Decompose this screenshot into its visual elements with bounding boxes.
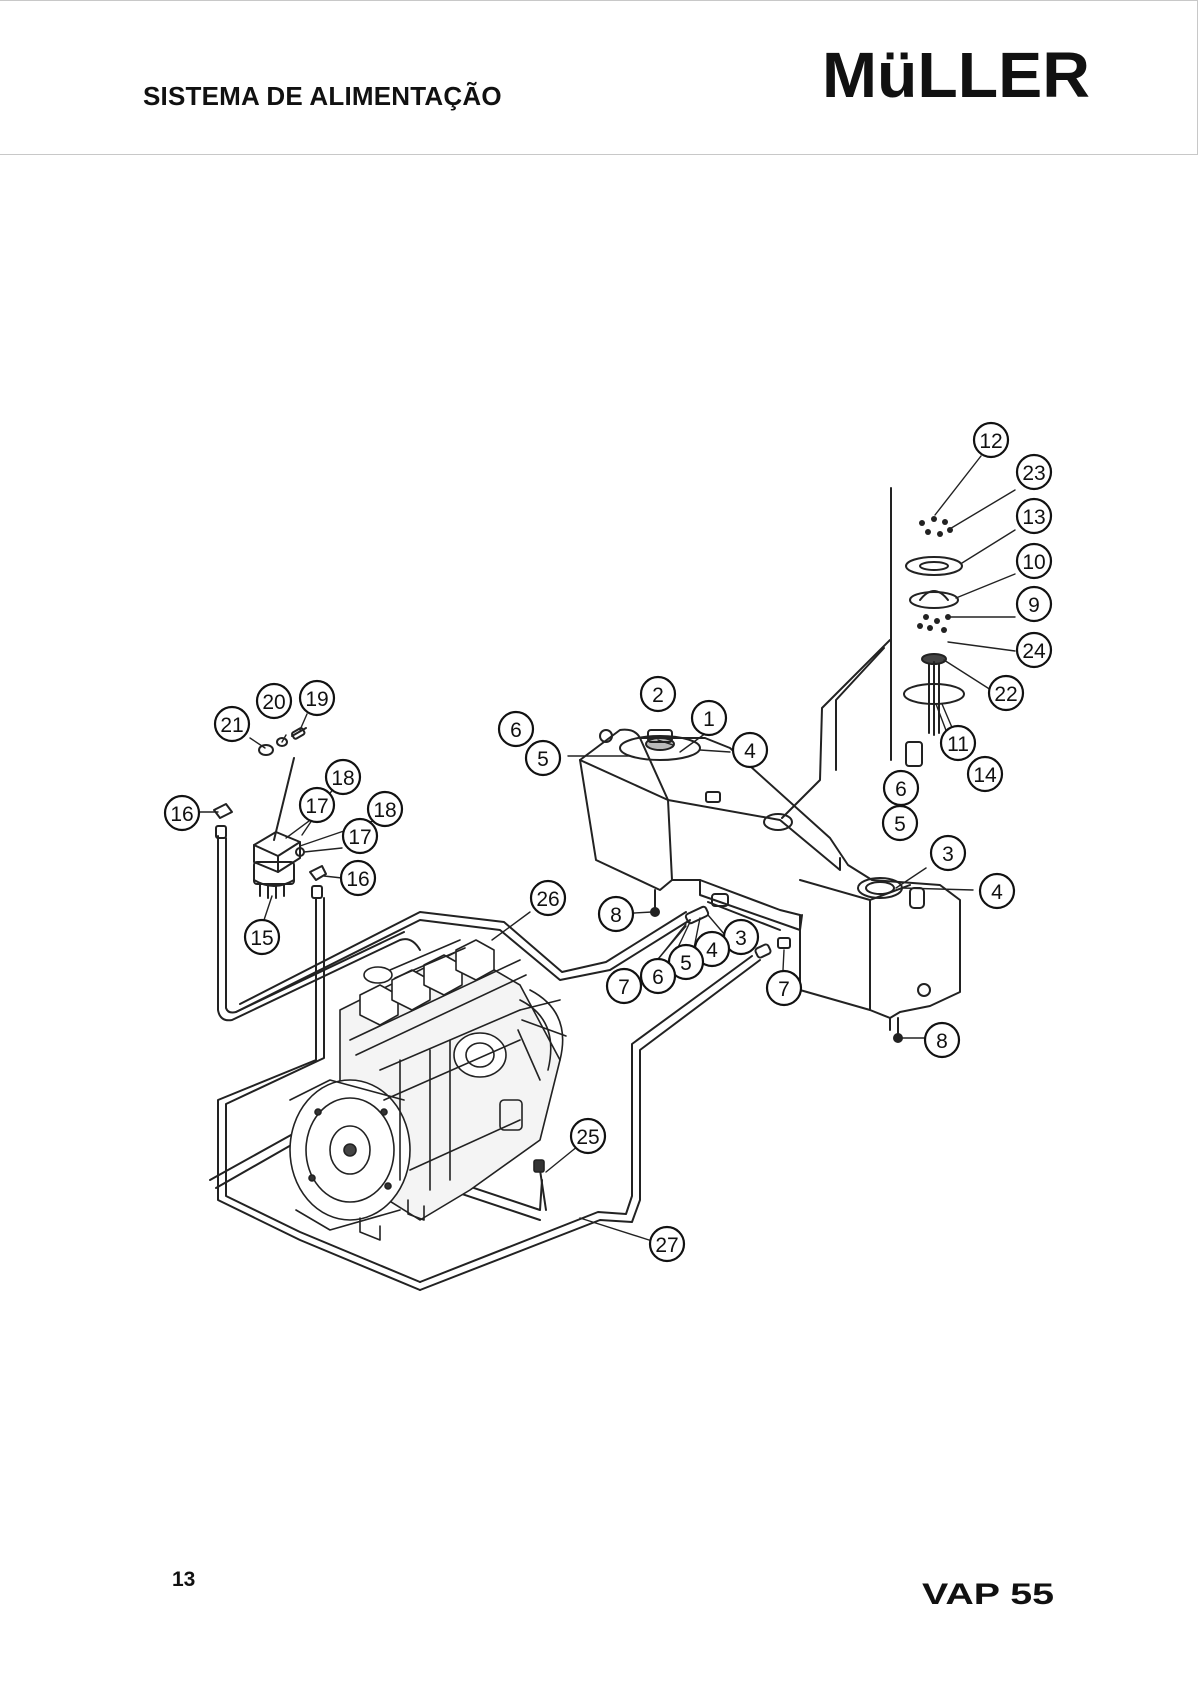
svg-text:18: 18: [373, 799, 396, 822]
svg-text:13: 13: [1022, 506, 1045, 529]
callout-7-bottom-right: 7: [765, 969, 803, 1007]
brand-logo-text: MüLLER: [822, 41, 1090, 107]
callout-6-top: 6: [497, 710, 535, 748]
svg-text:4: 4: [744, 740, 756, 763]
callout-16-right: 16: [339, 859, 377, 897]
callout-5-right: 5: [881, 804, 919, 842]
callout-10: 10: [1015, 542, 1053, 580]
vap55-logo: VAP 55: [922, 1578, 1054, 1607]
callout-12: 12: [972, 421, 1010, 459]
fuel-tank: [579, 728, 961, 1043]
callout-1: 1: [690, 699, 728, 737]
svg-text:19: 19: [305, 688, 328, 711]
callout-8-left: 8: [597, 895, 635, 933]
svg-text:4: 4: [706, 939, 718, 962]
svg-text:3: 3: [735, 927, 747, 950]
svg-text:16: 16: [170, 803, 193, 826]
svg-text:6: 6: [510, 719, 522, 742]
callouts: 12 23 13 10 9 24 22 11 14 2 1 6 5 4 6 5 …: [163, 421, 1053, 1263]
callout-24: 24: [1015, 631, 1053, 669]
cap-assembly-parts: [903, 516, 965, 767]
svg-text:11: 11: [947, 733, 969, 756]
leader-lines: [199, 455, 1016, 1241]
callout-5-top: 5: [524, 739, 562, 777]
svg-text:18: 18: [331, 767, 354, 790]
svg-text:3: 3: [942, 843, 954, 866]
fuel-lines: [209, 835, 761, 1291]
svg-text:26: 26: [536, 888, 559, 911]
svg-text:15: 15: [250, 927, 273, 950]
callout-11: 11: [939, 724, 977, 762]
fuel-filter: [213, 727, 327, 899]
callout-9: 9: [1015, 585, 1053, 623]
engine: [289, 939, 567, 1241]
callout-27: 27: [648, 1225, 686, 1263]
callout-26: 26: [529, 879, 567, 917]
page-title: SISTEMA DE ALIMENTAÇÃO: [143, 81, 502, 111]
callout-15: 15: [243, 918, 281, 956]
svg-text:21: 21: [220, 714, 243, 737]
svg-text:6: 6: [652, 966, 664, 989]
callout-14: 14: [966, 755, 1004, 793]
svg-text:24: 24: [1022, 640, 1046, 663]
callout-17-upper: 17: [298, 786, 336, 824]
callout-8-right: 8: [923, 1021, 961, 1059]
svg-text:7: 7: [778, 978, 790, 1001]
muller-logo: MüLLER: [822, 41, 1090, 107]
callout-2: 2: [639, 675, 677, 713]
svg-text:25: 25: [576, 1126, 599, 1149]
svg-text:23: 23: [1022, 462, 1045, 485]
callout-3-right: 3: [929, 834, 967, 872]
callout-4-top: 4: [731, 731, 769, 769]
callout-6-right: 6: [882, 769, 920, 807]
svg-text:27: 27: [655, 1234, 678, 1257]
callout-21: 21: [213, 705, 251, 743]
svg-text:10: 10: [1022, 551, 1045, 574]
callout-18-lower: 18: [366, 790, 404, 828]
svg-text:1: 1: [703, 708, 715, 731]
page-number: 13: [172, 1568, 196, 1591]
callout-16-left: 16: [163, 794, 201, 832]
svg-text:5: 5: [680, 952, 692, 975]
cap-assembly-axis: [781, 487, 892, 819]
callout-25: 25: [569, 1117, 607, 1155]
callout-17-lower: 17: [341, 817, 379, 855]
callout-7-bottom-left: 7: [605, 967, 643, 1005]
svg-text:17: 17: [305, 795, 328, 818]
callout-22: 22: [987, 674, 1025, 712]
svg-text:5: 5: [537, 748, 549, 771]
svg-text:14: 14: [973, 764, 997, 787]
callout-19: 19: [298, 679, 336, 717]
svg-text:4: 4: [991, 881, 1003, 904]
model-logo-text: VAP 55: [922, 1578, 1054, 1607]
callout-20: 20: [255, 682, 293, 720]
svg-text:16: 16: [346, 868, 369, 891]
callout-23: 23: [1015, 453, 1053, 491]
svg-text:17: 17: [348, 826, 371, 849]
callout-13: 13: [1015, 497, 1053, 535]
svg-text:20: 20: [262, 691, 285, 714]
svg-text:5: 5: [894, 813, 906, 836]
svg-text:22: 22: [994, 683, 1017, 706]
svg-text:8: 8: [936, 1030, 948, 1053]
svg-text:9: 9: [1028, 594, 1040, 617]
svg-text:8: 8: [610, 904, 622, 927]
svg-text:6: 6: [895, 778, 907, 801]
svg-text:12: 12: [979, 430, 1002, 453]
page-header: SISTEMA DE ALIMENTAÇÃO MüLLER: [0, 0, 1198, 155]
svg-text:7: 7: [618, 976, 630, 999]
callout-4-right: 4: [978, 872, 1016, 910]
callout-18-upper: 18: [324, 758, 362, 796]
svg-text:2: 2: [652, 684, 664, 707]
callout-6-bottom: 6: [639, 957, 677, 995]
